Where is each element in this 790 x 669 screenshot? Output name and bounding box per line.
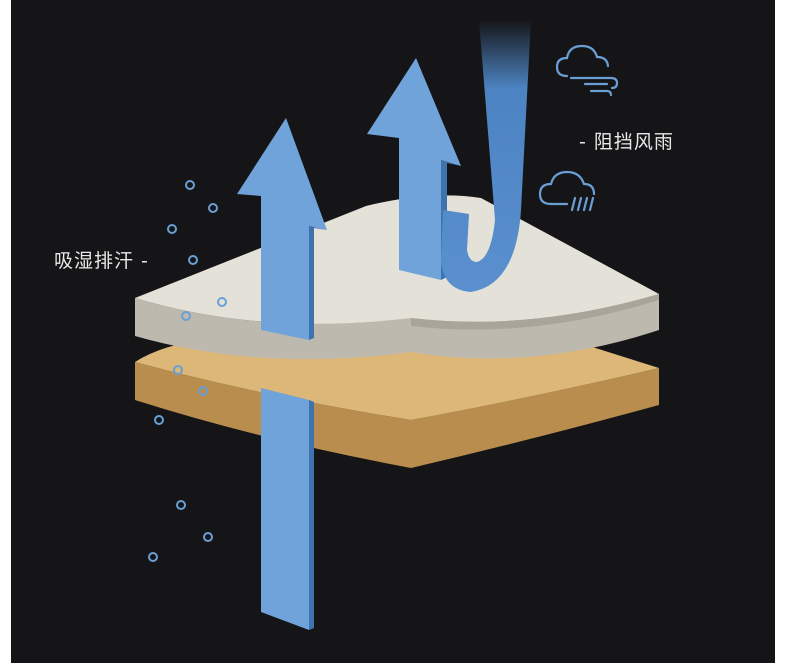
droplet bbox=[188, 255, 198, 265]
droplet bbox=[208, 203, 218, 213]
droplet bbox=[173, 365, 183, 375]
droplet bbox=[217, 297, 227, 307]
droplet bbox=[203, 532, 213, 542]
moisture-wicking-label: 吸湿排汗 - bbox=[54, 250, 149, 272]
droplet bbox=[181, 311, 191, 321]
wind-rain-block-label: - 阻挡风雨 bbox=[579, 131, 674, 153]
cloud-rain-icon bbox=[538, 170, 596, 212]
droplet bbox=[154, 415, 164, 425]
droplet bbox=[185, 180, 195, 190]
illustration-panel: 吸湿排汗 - - 阻挡风雨 bbox=[11, 0, 775, 663]
moisture-arrow-left bbox=[237, 118, 327, 630]
moisture-droplets bbox=[148, 180, 227, 562]
cloud-wind-icon bbox=[555, 44, 619, 97]
droplet bbox=[167, 224, 177, 234]
rain-deflect-arrow bbox=[441, 20, 531, 292]
fabric-layer-diagram bbox=[135, 20, 659, 630]
droplet bbox=[176, 500, 186, 510]
top-fabric-layer bbox=[135, 195, 659, 360]
droplet bbox=[148, 552, 158, 562]
droplet bbox=[198, 386, 208, 396]
